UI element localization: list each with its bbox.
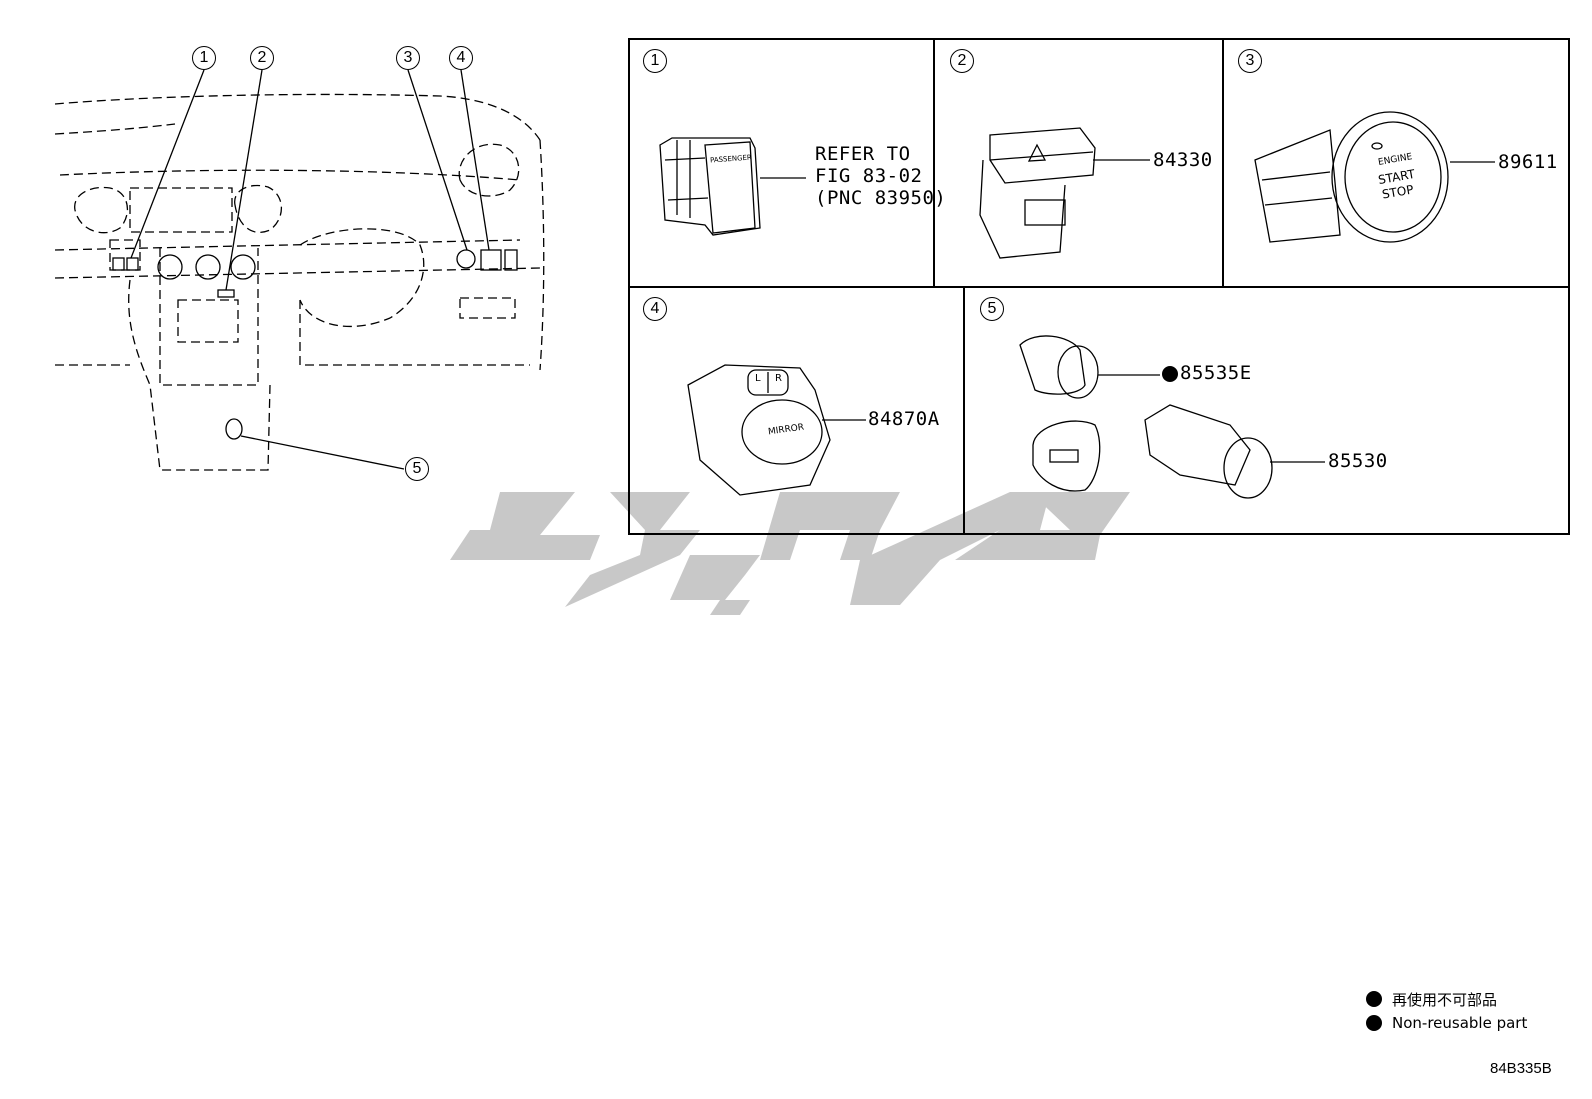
hazard-switch-drawing: [979, 127, 1150, 259]
non-reusable-dot-icon: [1366, 991, 1382, 1007]
part-number-85535E: 85535E: [1180, 362, 1252, 384]
overview-callout-1: 1: [192, 46, 216, 70]
panel-3-number: 3: [1238, 49, 1262, 73]
drawing-code: 84B335B: [1490, 1060, 1552, 1077]
legend-text-jp: 再使用不可部品: [1392, 990, 1498, 1009]
panel-4-number: 4: [643, 297, 667, 321]
overview-callout-5: 5: [405, 457, 429, 481]
overview-callout-3: 3: [396, 46, 420, 70]
part-number-84870A: 84870A: [868, 408, 940, 430]
mirror-selector-right: R: [775, 373, 782, 384]
legend-text-en: Non-reusable part: [1392, 1014, 1528, 1032]
engine-start-button-drawing: [1254, 111, 1495, 243]
panel-1-refer-line-3: (PNC 83950): [815, 187, 947, 209]
panel-1-refer-line-2: FIG 83-02: [815, 165, 923, 187]
non-reusable-dot-icon: [1366, 1015, 1382, 1031]
mirror-switch-drawing: [687, 364, 866, 496]
part-number-85530: 85530: [1328, 450, 1388, 472]
mirror-selector-left: L: [755, 373, 761, 384]
non-reusable-marker-dot: [1162, 366, 1178, 382]
panel-1-refer-line-1: REFER TO: [815, 143, 911, 165]
legend-item-jp: 再使用不可部品: [1366, 987, 1527, 1011]
overview-callout-2: 2: [250, 46, 274, 70]
part-number-89611: 89611: [1498, 151, 1558, 173]
panel-1-number: 1: [643, 49, 667, 73]
panel-2-number: 2: [950, 49, 974, 73]
panel-5-number: 5: [980, 297, 1004, 321]
legend-item-en: Non-reusable part: [1366, 1011, 1527, 1035]
passenger-switch-drawing: [659, 137, 806, 236]
legend: 再使用不可部品 Non-reusable part: [1366, 987, 1527, 1035]
power-outlet-drawing: [1019, 335, 1325, 499]
overview-callout-4: 4: [449, 46, 473, 70]
part-number-84330: 84330: [1153, 149, 1213, 171]
